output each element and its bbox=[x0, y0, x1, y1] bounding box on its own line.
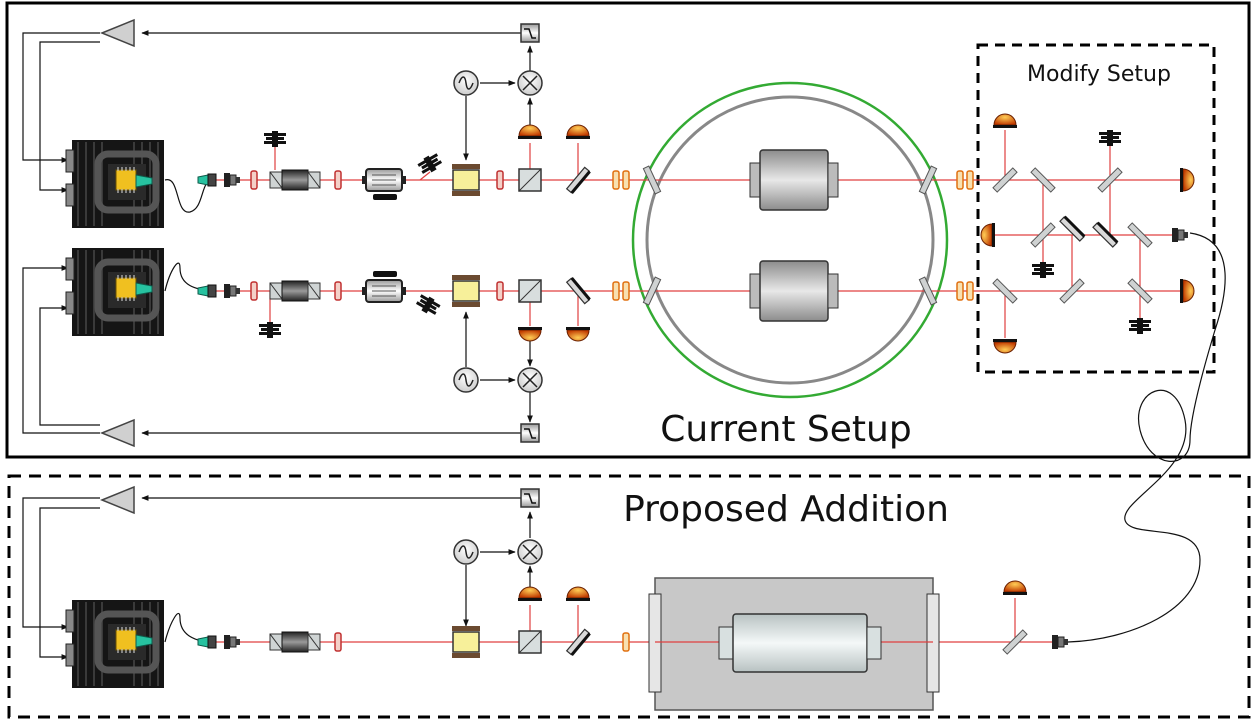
mixer-icon bbox=[517, 70, 543, 96]
laser-icon bbox=[66, 248, 164, 336]
amplifier-icon bbox=[101, 19, 135, 47]
cavity-icon bbox=[749, 149, 839, 211]
beam-dump-icon bbox=[414, 292, 442, 318]
fiber-coupler-icon bbox=[197, 284, 217, 298]
mirror-icon bbox=[1092, 220, 1120, 248]
beam-dump-icon bbox=[1032, 262, 1054, 278]
eom-icon bbox=[451, 274, 481, 308]
photodetector-icon bbox=[992, 338, 1018, 354]
cavity-icon bbox=[718, 613, 882, 673]
photodetector-icon bbox=[565, 124, 591, 140]
beam-splitter-icon bbox=[518, 168, 542, 192]
waveplate-icon bbox=[622, 170, 630, 190]
photodetector-icon bbox=[1179, 278, 1195, 304]
amplifier-icon bbox=[101, 419, 135, 447]
laser-icon bbox=[66, 600, 164, 688]
waveplate-icon bbox=[250, 281, 258, 301]
mixer-icon bbox=[517, 539, 543, 565]
isolator-icon bbox=[269, 631, 321, 653]
photodetector-icon bbox=[517, 124, 543, 140]
current-setup-border bbox=[5, 1, 1251, 459]
waveplate-icon bbox=[334, 170, 342, 190]
waveplate-icon bbox=[250, 170, 258, 190]
waveplate-icon bbox=[334, 281, 342, 301]
electronic-wiring bbox=[22, 30, 533, 660]
waveplate-icon bbox=[612, 170, 620, 190]
waveplate-icon bbox=[612, 281, 620, 301]
modulator-mount-icon bbox=[373, 194, 397, 200]
proposed-addition-border bbox=[7, 474, 1251, 719]
beam-dump-icon bbox=[264, 131, 286, 147]
waveplate-icon bbox=[966, 170, 974, 190]
beam-splitter-icon bbox=[518, 630, 542, 654]
beam-splitter-icon bbox=[518, 279, 542, 303]
oscillator-icon bbox=[453, 539, 479, 565]
mixer-icon bbox=[517, 367, 543, 393]
waveplate-icon bbox=[496, 170, 504, 190]
fiber-coupler-icon bbox=[223, 283, 241, 299]
photodetector-icon bbox=[517, 326, 543, 342]
waveplate-icon bbox=[622, 632, 630, 652]
fiber-coupler-icon bbox=[197, 173, 217, 187]
waveplate-icon bbox=[622, 281, 630, 301]
photodetector-icon bbox=[565, 586, 591, 602]
fiber-coupler-icon bbox=[223, 634, 241, 650]
waveplate-icon bbox=[496, 281, 504, 301]
mirror-icon bbox=[566, 628, 592, 657]
amplifier-icon bbox=[101, 486, 135, 514]
mirror-icon bbox=[566, 166, 592, 195]
modify-setup-border bbox=[976, 43, 1216, 374]
current-setup-label: Current Setup bbox=[660, 409, 911, 450]
eom-icon bbox=[451, 163, 481, 197]
laser-icon bbox=[66, 140, 164, 228]
oscillator-icon bbox=[453, 367, 479, 393]
modify-setup-label: Modify Setup bbox=[1027, 62, 1171, 87]
laser-beams bbox=[214, 130, 1180, 643]
photodetector-icon bbox=[980, 222, 996, 248]
photodetector-icon bbox=[1179, 167, 1195, 193]
waveplate-icon bbox=[334, 632, 342, 652]
fiber-coupler-icon bbox=[223, 172, 241, 188]
proposed-addition-label: Proposed Addition bbox=[623, 489, 949, 530]
fiber-coupler-icon bbox=[197, 635, 217, 649]
photodetector-icon bbox=[565, 326, 591, 342]
vacuum-chamber-inner-ring bbox=[645, 95, 935, 385]
waveplate-icon bbox=[956, 170, 964, 190]
modulator-icon bbox=[361, 279, 407, 303]
filter-icon bbox=[520, 23, 540, 43]
beam-dump-icon bbox=[1099, 130, 1121, 146]
mirror-icon bbox=[566, 276, 592, 305]
photodetector-icon bbox=[517, 586, 543, 602]
beam-dump-icon bbox=[1129, 318, 1151, 334]
modulator-mount-icon bbox=[373, 271, 397, 277]
modulator-icon bbox=[361, 168, 407, 192]
mirror-icon bbox=[1059, 214, 1087, 242]
photodetector-icon bbox=[1002, 580, 1028, 596]
fiber-coupler-icon bbox=[1171, 227, 1189, 243]
isolator-icon bbox=[269, 169, 321, 191]
photodetector-icon bbox=[992, 113, 1018, 129]
isolator-icon bbox=[269, 280, 321, 302]
eom-icon bbox=[451, 625, 481, 659]
filter-icon bbox=[520, 423, 540, 443]
filter-icon bbox=[520, 488, 540, 508]
waveplate-icon bbox=[956, 281, 964, 301]
fiber-coupler-icon bbox=[1051, 634, 1069, 650]
beam-dump-icon bbox=[259, 322, 281, 338]
waveplate-icon bbox=[966, 281, 974, 301]
vacuum-chamber-outer-ring bbox=[631, 81, 949, 399]
optical-fibers bbox=[164, 179, 1226, 643]
oscillator-icon bbox=[453, 70, 479, 96]
cavity-icon bbox=[749, 260, 839, 322]
